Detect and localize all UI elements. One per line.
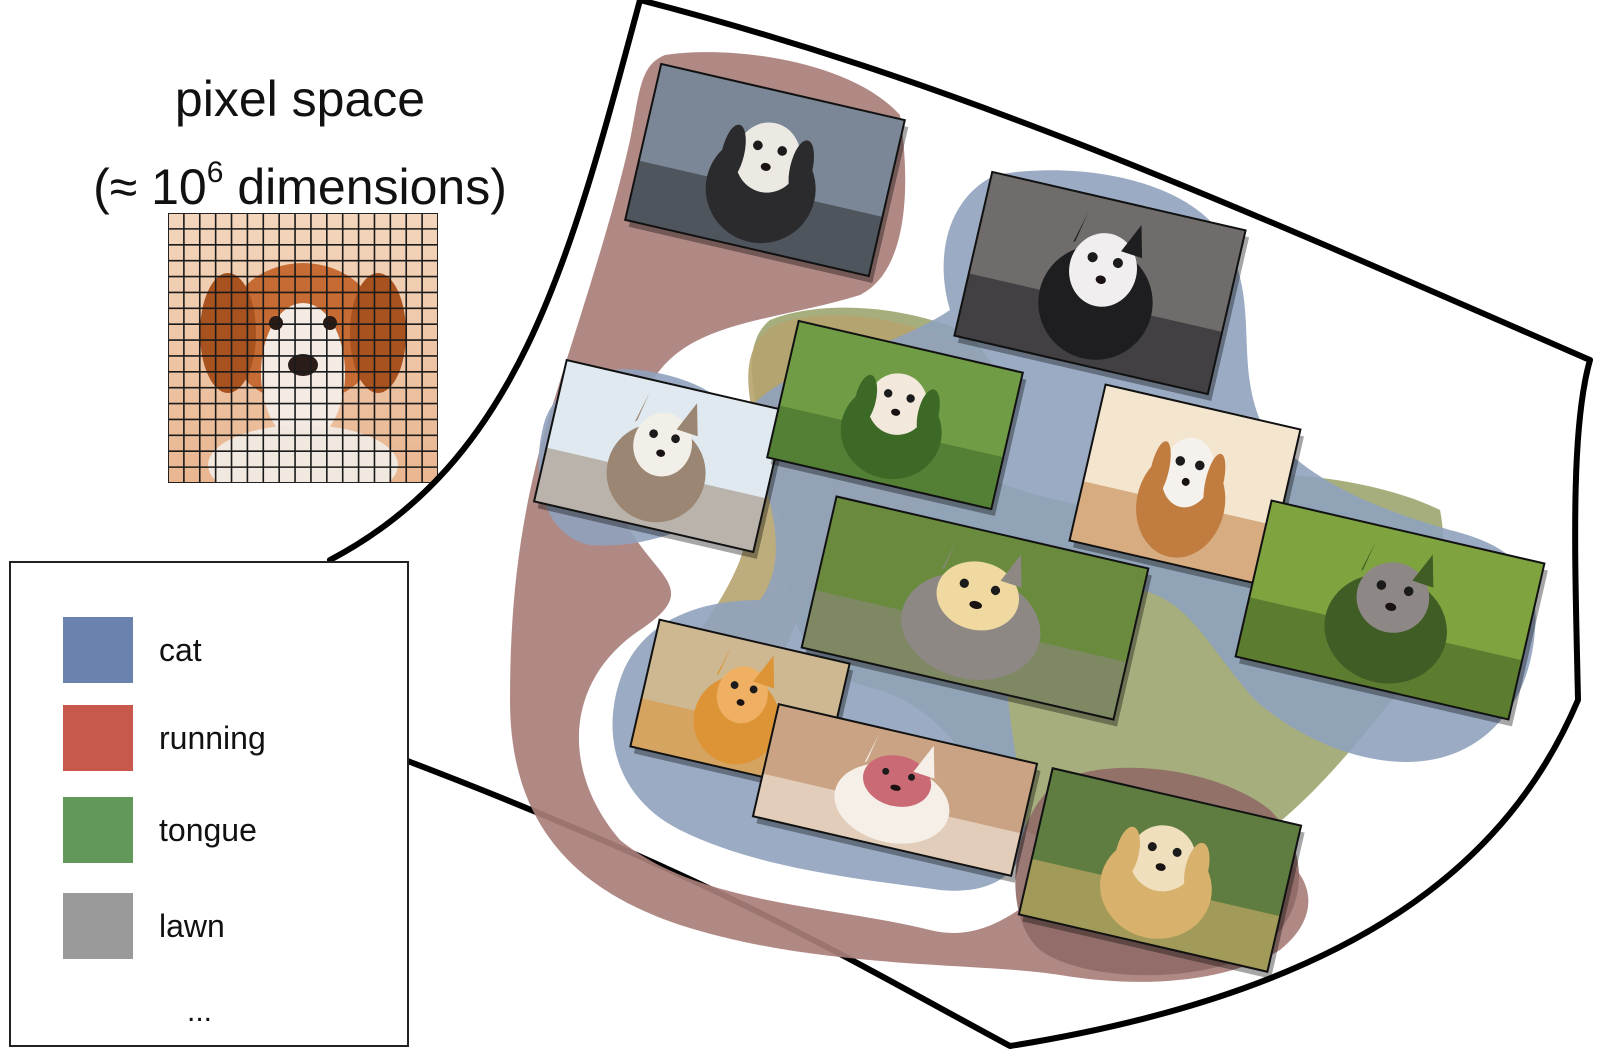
legend-item-tongue: tongue	[63, 797, 257, 863]
legend-swatch-running	[63, 705, 133, 771]
legend-swatch-tongue	[63, 797, 133, 863]
legend-label-tongue: tongue	[159, 811, 257, 848]
kitten-puppy-flowers-photo	[800, 495, 1152, 727]
legend-label-cat: cat	[159, 631, 202, 668]
legend-more: ...	[187, 995, 213, 1028]
dog-golden-retriever-photo	[1017, 767, 1305, 979]
photos	[532, 62, 1548, 979]
legend-swatch-cat	[63, 617, 133, 683]
legend-label-lawn: lawn	[159, 907, 225, 944]
grid-lines	[168, 213, 438, 483]
title-line1: pixel space	[174, 71, 426, 127]
kitten-grass-photo	[1234, 499, 1548, 727]
kitten-hat-photo	[751, 702, 1041, 883]
title-line2: (≈ 106 dimensions)	[93, 156, 507, 215]
dog-beagle-photo	[1068, 383, 1304, 593]
puppy-pixel-grid	[168, 213, 438, 483]
legend-item-running: running	[63, 705, 266, 771]
cat-tabby-tongue-photo	[532, 358, 790, 559]
legend-swatch-lawn	[63, 893, 133, 959]
legend-label-running: running	[159, 719, 266, 756]
cat-black-white-photo	[953, 170, 1250, 402]
dog-border-collie-photo	[624, 62, 909, 284]
dog-running-lawn-photo	[766, 319, 1027, 517]
legend-item-cat: cat	[63, 617, 202, 683]
legend: cat running tongue lawn ...	[9, 561, 409, 1047]
title: pixel space (≈ 106 dimensions)	[20, 62, 580, 224]
region-running	[510, 52, 1309, 982]
legend-item-lawn: lawn	[63, 893, 225, 959]
